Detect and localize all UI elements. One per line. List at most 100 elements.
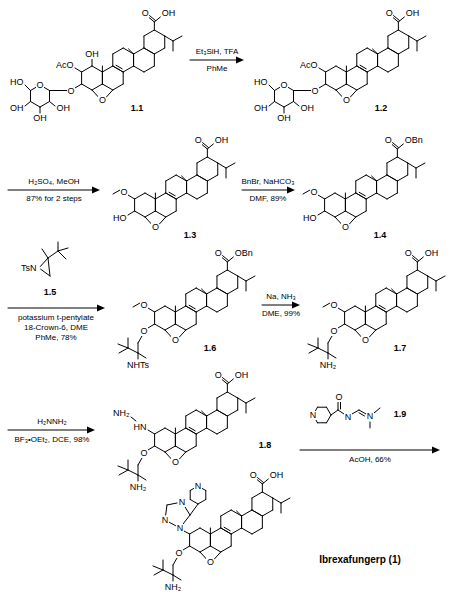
bond-line <box>165 428 175 434</box>
reagent-text: BF₃•OEt₂, DCE, 98% <box>14 436 90 444</box>
bond-line <box>398 17 404 22</box>
atom-label: O <box>171 336 179 345</box>
bond-line <box>186 410 196 416</box>
reagent-text: BnBr, NaHCO₃ <box>241 178 295 186</box>
atom-label: OBn <box>234 249 253 258</box>
bond-line <box>129 49 134 54</box>
bond-line <box>82 84 92 90</box>
bond-line <box>387 175 397 181</box>
bond-line <box>30 88 35 91</box>
bond-line <box>335 211 345 217</box>
atom-label: O <box>384 136 392 145</box>
bond-line <box>217 428 227 434</box>
bond-line <box>175 306 176 312</box>
bond-line <box>388 48 398 54</box>
compound-name: Ibrexafungerp (1) <box>319 555 402 565</box>
bond-line <box>183 515 190 524</box>
bond-line <box>387 157 397 163</box>
bond-line <box>202 411 207 416</box>
bond-line <box>309 348 318 353</box>
bond-line <box>133 303 140 307</box>
bond-line <box>196 288 206 294</box>
atom-label: OH <box>56 104 71 113</box>
bond-line <box>397 144 403 149</box>
bond-line <box>190 528 200 534</box>
bond-line <box>398 22 399 30</box>
atom-label: AcO <box>299 61 318 70</box>
bond-line <box>82 66 92 72</box>
bond-line <box>417 41 418 51</box>
atom-label: HO <box>303 214 318 223</box>
bond-line <box>262 516 263 528</box>
bond-line <box>274 102 284 108</box>
bond-line <box>196 428 206 434</box>
bond-line <box>397 149 398 157</box>
bond-line <box>387 36 388 48</box>
bond-line <box>376 288 386 294</box>
bond-line <box>128 460 129 470</box>
bond-line <box>262 479 268 484</box>
atom-label: OH <box>234 371 249 380</box>
bond-line <box>113 190 120 194</box>
bond-line <box>377 193 387 199</box>
bond-line <box>251 498 252 510</box>
bond-line <box>186 324 196 330</box>
atom-label: O <box>120 188 128 197</box>
atom-label: HO <box>10 78 25 87</box>
atom-label: OH <box>33 114 48 123</box>
bond-line <box>144 48 154 54</box>
bond-line <box>356 211 366 217</box>
bond-line <box>227 288 237 294</box>
bond-line <box>207 306 217 312</box>
bond-line <box>49 91 50 102</box>
bond-line <box>210 534 211 546</box>
bond-line <box>119 348 128 353</box>
bond-line <box>345 199 346 211</box>
bond-line <box>210 528 211 534</box>
bond-line <box>318 211 325 215</box>
bond-line <box>326 66 336 72</box>
atom-label: O <box>67 87 75 96</box>
bond-line <box>324 199 325 211</box>
bond-line <box>197 175 207 181</box>
atom-label: OH <box>277 114 292 123</box>
bond-line <box>196 306 206 312</box>
bond-line <box>237 276 238 288</box>
bond-line <box>144 30 154 36</box>
bond-line <box>406 276 407 288</box>
atom-label: HO <box>254 78 269 87</box>
bond-line <box>262 484 263 492</box>
bond-line <box>102 66 103 72</box>
bond-line <box>388 48 398 54</box>
bond-line <box>365 312 366 324</box>
bond-line <box>135 193 145 199</box>
atom-label: O <box>335 393 343 402</box>
bond-line <box>357 84 367 90</box>
atom-label: O <box>140 327 148 336</box>
bond-line <box>207 149 208 157</box>
atom-label: OH <box>85 50 100 59</box>
bond-line <box>25 102 31 107</box>
bond-line <box>176 199 177 211</box>
bond-line <box>345 193 346 199</box>
bond-line <box>356 193 366 199</box>
bond-line <box>216 398 217 410</box>
bond-line <box>155 199 156 211</box>
bond-line <box>242 528 252 534</box>
bond-line <box>318 422 327 423</box>
bond-line <box>365 324 375 330</box>
atom-label: O <box>404 249 412 258</box>
atom-label: O <box>140 301 148 310</box>
bond-line <box>398 48 408 54</box>
bond-line <box>326 84 336 90</box>
bond-line <box>359 413 365 416</box>
bond-line <box>148 446 155 450</box>
bond-line <box>206 416 207 428</box>
bond-line <box>218 163 226 168</box>
bond-line <box>338 402 339 410</box>
bond-line <box>165 181 166 193</box>
bond-line <box>436 276 445 281</box>
atom-label: O <box>98 96 106 105</box>
bond-line <box>407 288 417 294</box>
bond-line <box>186 428 196 434</box>
